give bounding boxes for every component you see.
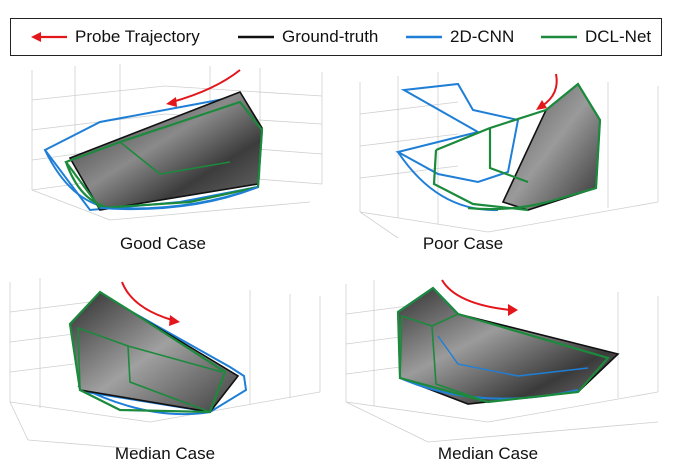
grid-3d (9, 278, 321, 451)
legend-label-dcl-net: DCL-Net (585, 27, 652, 46)
panel-median-case-right: Median Case (338, 272, 668, 472)
grid-3d (345, 280, 659, 443)
legend-label-probe-trajectory: Probe Trajectory (75, 27, 200, 46)
panel-poor-case: Poor Case (338, 62, 668, 262)
reconstruction-plot-median-left (9, 278, 321, 451)
caption-median-case-left: Median Case (114, 444, 216, 463)
blue-line-icon (406, 35, 442, 39)
legend-item-2d-cnn: 2D-CNN (404, 19, 514, 55)
trajectory-arrowhead (166, 97, 177, 107)
arrow-left-icon (31, 32, 67, 42)
panel-good-case: Good Case (0, 62, 330, 262)
reconstruction-plot-good (31, 64, 323, 221)
trajectory-arrowhead (536, 100, 547, 110)
reconstruction-plot-poor (359, 72, 659, 239)
black-line-icon (238, 35, 274, 39)
reconstruction-plot-median-right (345, 279, 659, 443)
caption-poor-case: Poor Case (422, 234, 504, 253)
legend-label-2d-cnn: 2D-CNN (450, 27, 515, 46)
legend-item-ground-truth: Ground-truth (236, 19, 378, 55)
caption-median-case-right: Median Case (437, 444, 539, 463)
trajectory-arrowhead (169, 315, 180, 326)
green-line-icon (541, 35, 577, 39)
grid-3d (359, 72, 659, 239)
legend-box: Probe Trajectory Ground-truth 2D-CNN DCL… (10, 18, 662, 56)
caption-good-case: Good Case (120, 234, 206, 253)
legend-item-probe-trajectory: Probe Trajectory (29, 19, 200, 55)
panel-median-case-left: Median Case (0, 272, 330, 472)
legend-label-ground-truth: Ground-truth (282, 27, 379, 46)
legend-item-dcl-net: DCL-Net (539, 19, 651, 55)
trajectory-arrowhead (508, 304, 518, 316)
